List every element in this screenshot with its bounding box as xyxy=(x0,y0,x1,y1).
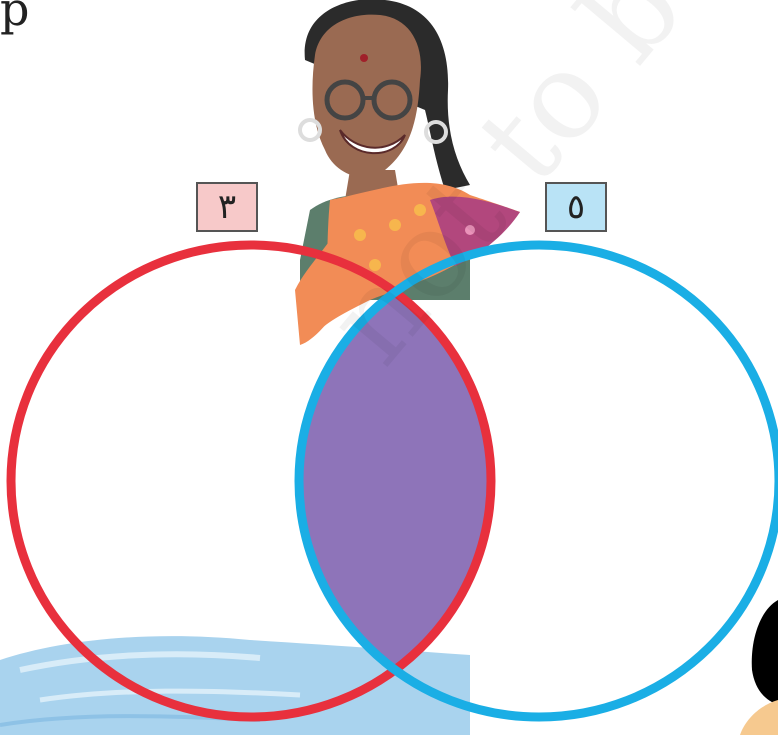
black-blob-icon xyxy=(752,600,778,705)
left-set-label: ٣ xyxy=(196,182,258,232)
orange-corner-icon xyxy=(740,700,778,735)
